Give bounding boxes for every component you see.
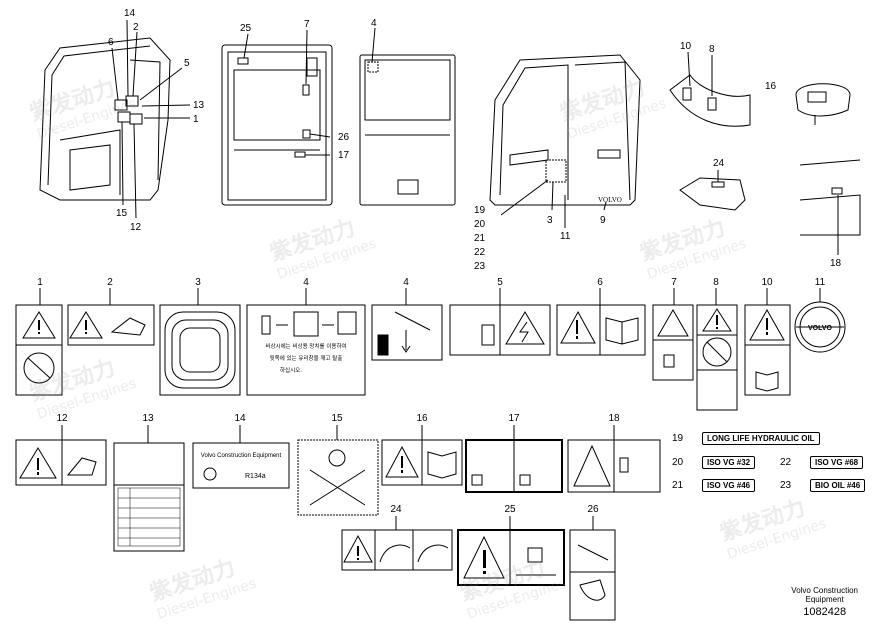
callout-3: 3 [547,215,553,226]
cab-left-illustration [39,19,191,219]
decal-25 [457,516,565,586]
decal-3 [159,288,241,396]
decal-number-25: 25 [504,504,516,515]
decal-24 [341,516,453,571]
decal-number-10: 10 [761,277,773,288]
callout-1: 1 [193,114,199,125]
callout-23: 23 [474,261,486,272]
callout-19: 19 [474,205,486,216]
callout-9: 9 [600,215,606,226]
decal-15 [297,425,379,516]
footer: Volvo Construction Equipment 1082428 [791,586,858,618]
callout-8: 8 [709,44,715,55]
decal-4-text-line3: 하십시오. [280,366,302,374]
decal-4b [371,288,443,361]
decal-7 [652,288,694,381]
decal-14-refrigerant: R134a [245,473,266,480]
decal-number-17: 17 [508,413,520,424]
decal-18 [567,425,661,493]
decal-2 [67,288,155,346]
window-panel-illustration [359,27,456,206]
footer-company-line1: Volvo Construction [791,586,858,595]
decal-number-12: 12 [56,413,68,424]
callout-26: 26 [338,132,350,143]
decal-number-18: 18 [608,413,620,424]
decal-26 [569,516,616,621]
callout-16: 16 [765,81,777,92]
callout-6: 6 [108,37,114,48]
decal-8 [696,288,738,411]
callout-7: 7 [304,19,310,30]
callout-22: 22 [474,247,486,258]
decal-number-6: 6 [597,277,603,288]
decal-11-logo: VOLVO [808,325,833,332]
decal-number-13: 13 [142,413,154,424]
decal-number-15: 15 [331,413,343,424]
decal-number-4b: 4 [403,277,409,288]
misc-parts-illustration [669,51,861,255]
decal-number-8: 8 [713,277,719,288]
oil-label-22: ISO VG #68 [810,456,864,469]
callout-12: 12 [130,222,142,233]
callout-5: 5 [184,58,190,69]
callout-15: 15 [116,208,128,219]
callout-18: 18 [830,258,842,269]
oil-label-20: ISO VG #32 [702,456,756,469]
cab-logo: VOLVO [598,196,622,204]
callout-20: 20 [474,219,486,230]
decal-number-2: 2 [107,277,113,288]
decal-17 [465,425,563,493]
callout-21: 21 [474,233,486,244]
decal-4-text-line2: 뒷쪽에 있는 유리창을 깨고 탈출 [270,354,343,362]
oil-label-23: BIO OIL #46 [810,479,866,492]
oil-label-number-21: 21 [672,480,684,491]
callout-24: 24 [713,158,725,169]
oil-label-number-20: 20 [672,457,684,468]
callout-2: 2 [133,22,139,33]
part-number: 1082428 [803,606,847,618]
oil-label-19: LONG LIFE HYDRAULIC OIL [702,432,820,445]
decal-12 [15,425,107,486]
decal-number-16: 16 [416,413,428,424]
callout-17: 17 [338,150,350,161]
decal-number-3: 3 [195,277,201,288]
callout-4: 4 [371,18,377,29]
footer-company-line2: Equipment [805,595,844,604]
door-panel-illustration [221,29,333,206]
callout-10: 10 [680,41,692,52]
decal-number-1: 1 [37,277,43,288]
decal-number-26: 26 [587,504,599,515]
callout-25: 25 [240,23,252,34]
decal-4-text-line1: 비상시에는 비상용 망치를 이용하여 [265,342,346,350]
decal-4a [246,288,366,396]
decal-16 [381,425,463,486]
decal-11 [794,288,846,353]
warning-marks [37,315,768,574]
callout-11: 11 [560,231,571,242]
decal-6 [556,288,646,356]
oil-label-number-22: 22 [780,457,792,468]
decal-number-5: 5 [497,277,503,288]
decal-number-11: 11 [815,277,826,288]
oil-label-21: ISO VG #46 [702,479,756,492]
decal-number-24: 24 [390,504,402,515]
decal-14-title: Volvo Construction Equipment [201,453,282,459]
oil-label-number-19: 19 [672,433,684,444]
decal-13 [113,425,185,552]
decal-number-14: 14 [234,413,246,424]
oil-label-number-23: 23 [780,480,792,491]
cab-right-illustration [489,54,641,228]
decal-10 [744,288,791,396]
decal-1 [15,288,63,396]
decal-number-7: 7 [671,277,677,288]
callout-13: 13 [193,100,205,111]
callout-14: 14 [124,8,136,19]
decal-14 [192,425,290,489]
decal-5 [449,288,551,356]
decal-number-4a: 4 [303,277,309,288]
